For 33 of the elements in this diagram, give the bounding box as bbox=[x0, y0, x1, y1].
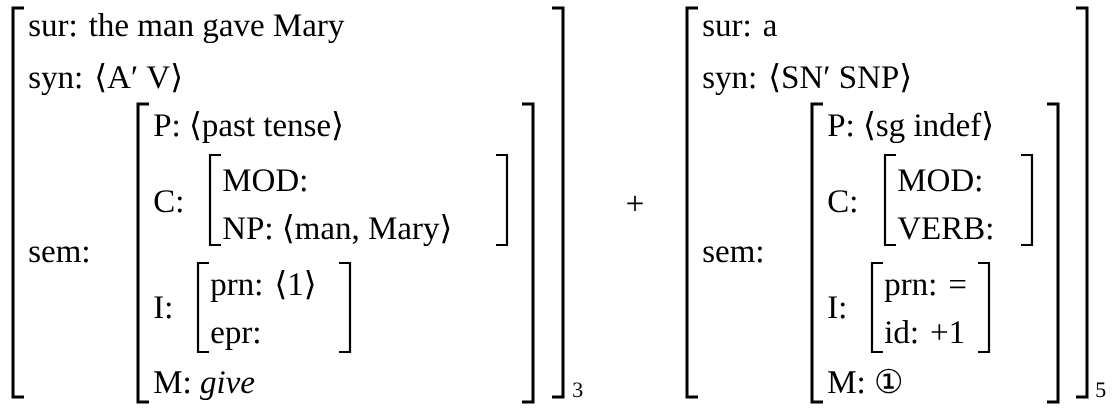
attribute-matrix bbox=[136, 102, 535, 404]
feature-text: C: bbox=[828, 190, 856, 213]
feature-text: prn: = bbox=[884, 279, 966, 302]
feature-text: sem: bbox=[29, 246, 88, 263]
feature-text: sur: the man gave Mary bbox=[29, 13, 345, 44]
attribute-matrix bbox=[870, 261, 991, 354]
attribute-matrix bbox=[685, 6, 1089, 399]
subscript-index: 5 bbox=[1096, 382, 1106, 398]
feature-text: I: bbox=[154, 296, 171, 319]
feature-text: MOD: bbox=[898, 169, 981, 192]
feature-text: sem: bbox=[703, 246, 762, 263]
attribute-matrix bbox=[810, 102, 1060, 404]
feature-text: M: ① bbox=[828, 368, 902, 394]
attribute-matrix bbox=[883, 153, 1034, 247]
attribute-matrix bbox=[11, 6, 565, 399]
feature-text: I: bbox=[828, 296, 845, 319]
subscript-index: 3 bbox=[573, 382, 583, 398]
feature-text: NP: ⟨man, Mary⟩ bbox=[223, 213, 450, 247]
attribute-matrix bbox=[196, 261, 352, 354]
feature-text: epr: bbox=[211, 327, 259, 350]
feature-text: VERB: bbox=[897, 217, 992, 240]
feature-text: prn: ⟨1⟩ bbox=[210, 269, 314, 302]
feature-text: M: give bbox=[154, 371, 255, 400]
feature-text: syn: ⟨A′ V⟩ bbox=[29, 62, 181, 96]
feature-text: P: ⟨sg indef⟩ bbox=[828, 110, 992, 144]
plus-sign: + bbox=[627, 195, 643, 212]
feature-text: syn: ⟨SN′ SNP⟩ bbox=[703, 62, 910, 96]
attribute-matrix bbox=[208, 153, 509, 247]
feature-text: sur: a bbox=[703, 20, 777, 37]
feature-text: MOD: bbox=[223, 169, 306, 192]
feature-text: C: bbox=[154, 190, 182, 213]
feature-text: id: +1 bbox=[884, 320, 964, 344]
feature-text: P: ⟨past tense⟩ bbox=[154, 110, 341, 143]
